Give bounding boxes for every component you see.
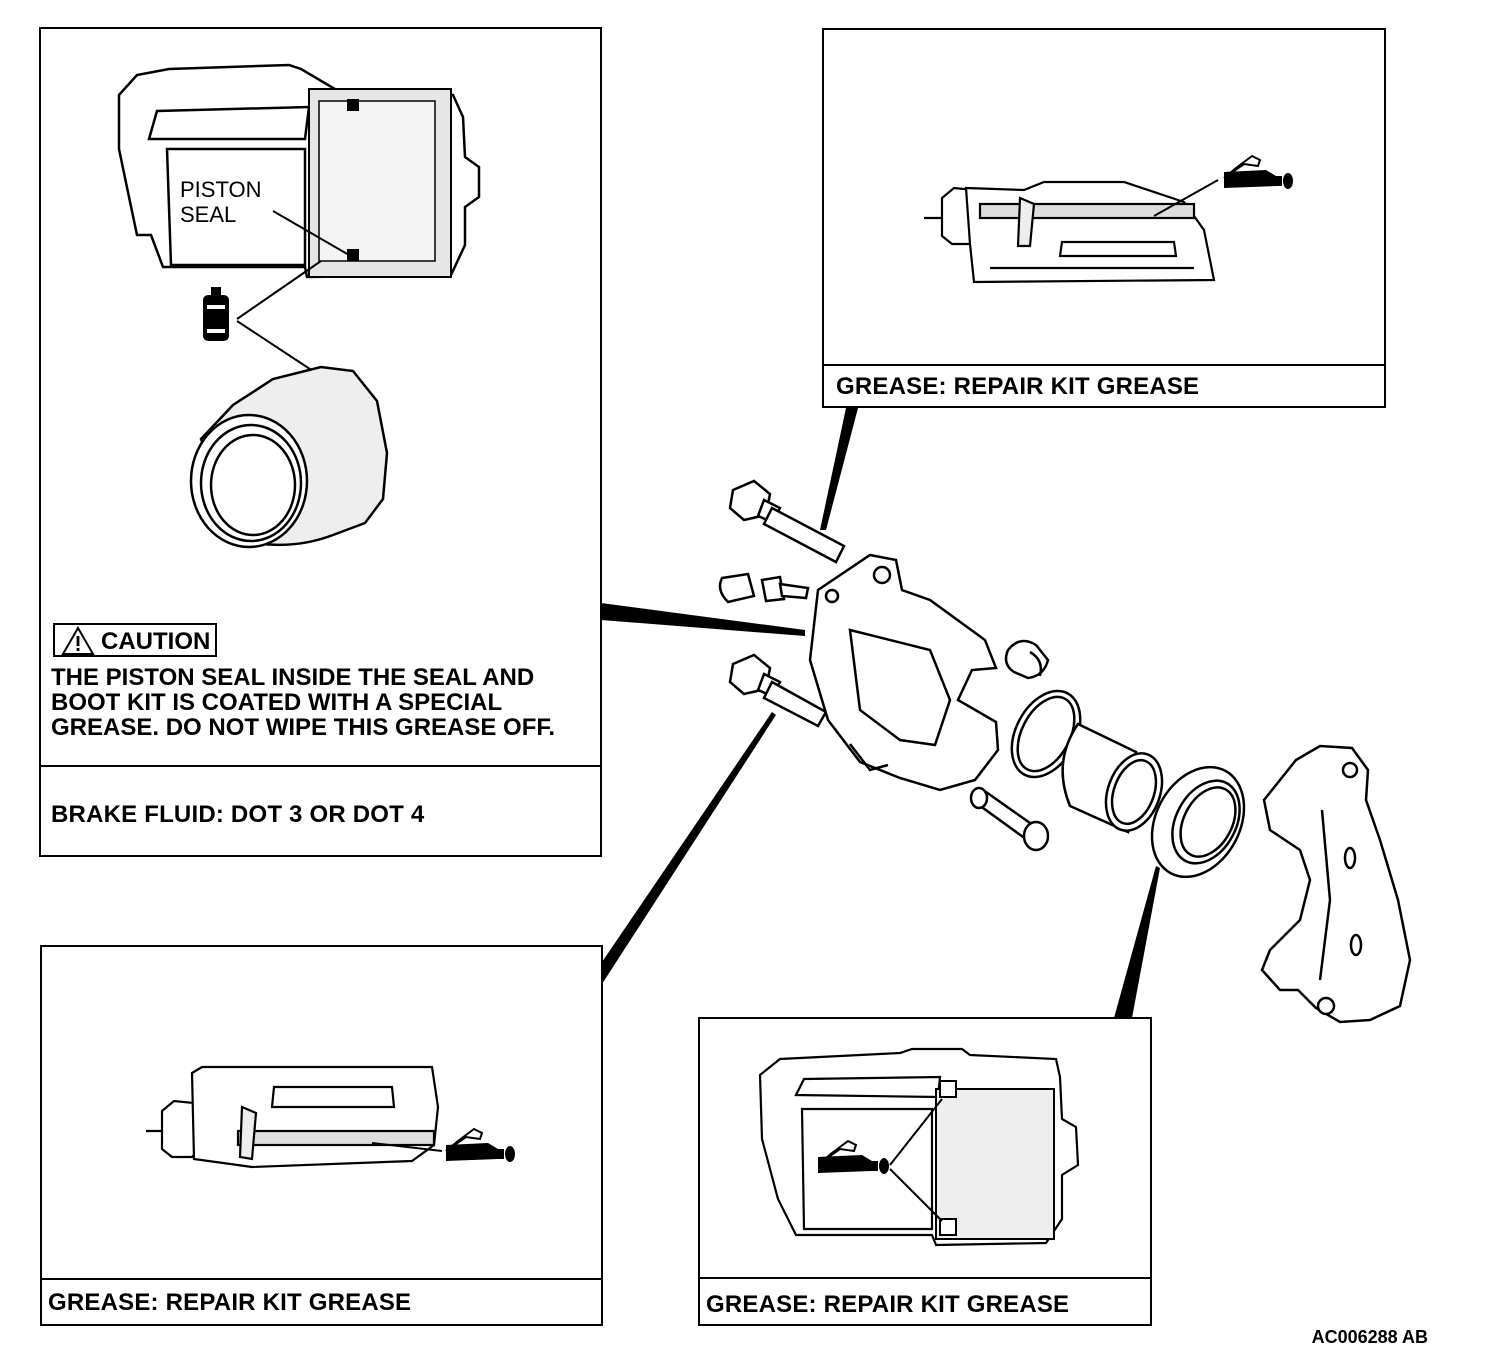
caution-title: CAUTION — [101, 628, 211, 655]
dust-boot-small — [1004, 639, 1050, 680]
grease-tube-icon — [1153, 154, 1293, 217]
caliper-cross-section-illustration — [117, 63, 481, 549]
panel-divider — [41, 765, 600, 767]
guide-pin-lower — [728, 653, 828, 728]
caliper-support-bracket — [1260, 744, 1412, 1024]
grease-tube-icon — [371, 1127, 515, 1162]
grease-panel-top-right: GREASE: REPAIR KIT GREASE — [822, 28, 1386, 408]
caliper-piston — [1061, 722, 1164, 834]
brake-fluid-bottle-icon — [203, 287, 229, 341]
grease-caption: GREASE: REPAIR KIT GREASE — [836, 373, 1200, 400]
panel-divider — [824, 364, 1384, 366]
guide-pin-section-illustration — [924, 154, 1293, 284]
grease-caption: GREASE: REPAIR KIT GREASE — [706, 1291, 1070, 1318]
brake-fluid-caption: BRAKE FLUID: DOT 3 OR DOT 4 — [51, 801, 425, 828]
figure-id: AC006288 AB — [1311, 1327, 1428, 1347]
panel-divider — [42, 1278, 601, 1280]
guide-pin-section-illustration — [146, 1065, 515, 1169]
piston-boot — [1150, 765, 1246, 879]
caution-text: THE PISTON SEAL INSIDE THE SEAL AND BOOT… — [51, 665, 591, 740]
grease-panel-bottom-right: GREASE: REPAIR KIT GREASE — [698, 1017, 1152, 1326]
caution-line-2: BOOT KIT IS COATED WITH A SPECIAL — [51, 689, 503, 716]
leader-line-right — [1114, 866, 1160, 1018]
caution-triangle-icon — [61, 626, 95, 655]
caution-line-1: THE PISTON SEAL INSIDE THE SEAL AND — [51, 664, 535, 691]
grease-panel-bottom-left: GREASE: REPAIR KIT GREASE — [40, 945, 603, 1326]
grease-tube-icon — [818, 1139, 889, 1174]
leader-line-left-lower — [602, 712, 776, 984]
leader-line-left-upper — [601, 603, 805, 636]
piston-label-line1: PISTON — [180, 177, 262, 202]
caliper-seal-section-illustration — [758, 1047, 1080, 1247]
piston-illustration — [189, 365, 389, 549]
guide-sleeve — [969, 786, 1050, 852]
caution-line-3: GREASE. DO NOT WIPE THIS GREASE OFF. — [51, 714, 556, 741]
caution-header: CAUTION — [53, 623, 217, 657]
panel-divider — [700, 1277, 1150, 1279]
caliper-body — [808, 553, 1000, 792]
piston-label-line2: SEAL — [180, 202, 237, 227]
bleeder-cap-and-screw — [718, 572, 810, 604]
guide-pin-upper — [728, 479, 846, 564]
grease-caption: GREASE: REPAIR KIT GREASE — [48, 1289, 412, 1316]
leader-line-top — [820, 408, 858, 530]
piston-seal-panel: PISTON SEAL CAUTION THE PISTON SEAL INSI… — [39, 27, 602, 857]
